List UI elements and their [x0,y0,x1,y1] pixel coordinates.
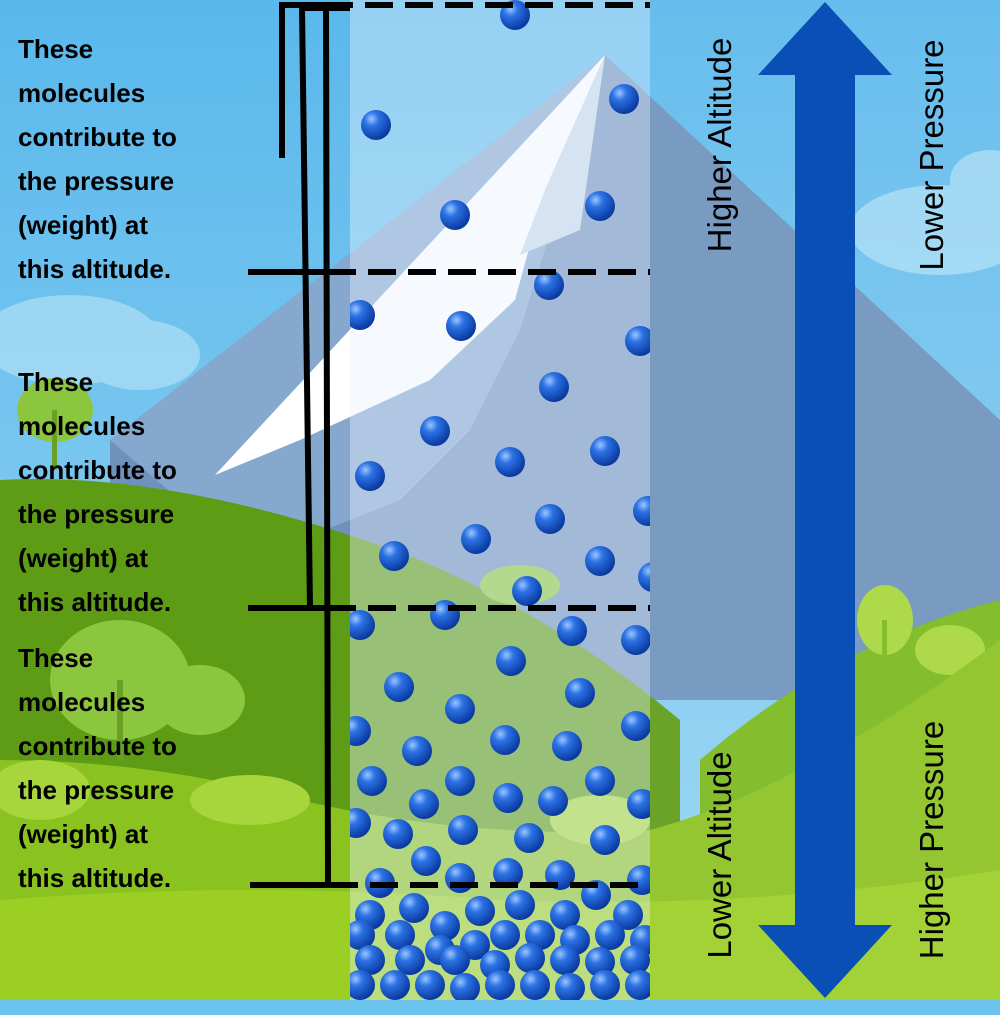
molecule [383,819,413,849]
arrow-head-down [758,925,892,998]
molecule [525,920,555,950]
molecule [446,311,476,341]
molecule [595,920,625,950]
molecule [613,900,643,930]
molecule [415,970,445,1000]
molecule [496,646,526,676]
molecule [430,600,460,630]
molecule [550,945,580,975]
molecule [621,625,650,655]
molecule [520,970,550,1000]
molecule [535,504,565,534]
bracket-lower [323,9,331,886]
molecule [495,447,525,477]
molecule [625,326,650,356]
molecule [440,200,470,230]
molecule [450,973,480,1000]
molecule [620,945,650,975]
molecule [485,970,515,1000]
molecule [380,970,410,1000]
molecule [585,766,615,796]
molecule [625,970,650,1000]
molecule [627,789,650,819]
pressure-arrow [758,2,892,998]
molecule [633,496,650,526]
molecule [609,84,639,114]
molecule [461,524,491,554]
molecule [621,711,650,741]
molecule [361,110,391,140]
molecule [350,970,375,1000]
snow-shadow [520,55,605,255]
molecule [350,300,375,330]
molecule [565,678,595,708]
molecule [585,947,615,977]
molecule [590,825,620,855]
bracket-middle [298,5,350,609]
molecule [512,576,542,606]
molecule [590,436,620,466]
molecule [515,943,545,973]
molecule [638,562,650,592]
bushes [0,760,650,845]
molecule [448,815,478,845]
molecule [357,766,387,796]
arrow-head-up [758,2,892,75]
molecule [445,766,475,796]
molecule [493,783,523,813]
molecule [350,716,371,746]
molecule [420,416,450,446]
molecule [384,672,414,702]
molecule [355,945,385,975]
molecule [350,610,375,640]
molecule [379,541,409,571]
molecule [585,191,615,221]
molecule [440,945,470,975]
molecule [514,823,544,853]
molecule [402,736,432,766]
molecule [557,616,587,646]
molecule [590,970,620,1000]
molecule [490,920,520,950]
molecule [550,900,580,930]
molecule [411,846,441,876]
molecule [430,911,460,941]
molecule [350,920,375,950]
snow-cap [215,55,605,475]
molecule [490,725,520,755]
molecule [493,858,523,888]
molecule [538,786,568,816]
clouds [0,150,1000,390]
molecule [505,890,535,920]
molecule [539,372,569,402]
molecule [585,546,615,576]
bracket-lines [248,2,350,888]
molecule [555,973,585,1000]
arrow-shaft [795,70,855,930]
molecule [552,731,582,761]
molecule [399,893,429,923]
molecule [395,945,425,975]
molecule [385,920,415,950]
molecule [534,270,564,300]
molecule [445,694,475,724]
molecule [445,863,475,893]
molecule [465,896,495,926]
molecule [355,461,385,491]
molecule [409,789,439,819]
molecule [350,808,371,838]
trees [17,378,985,760]
